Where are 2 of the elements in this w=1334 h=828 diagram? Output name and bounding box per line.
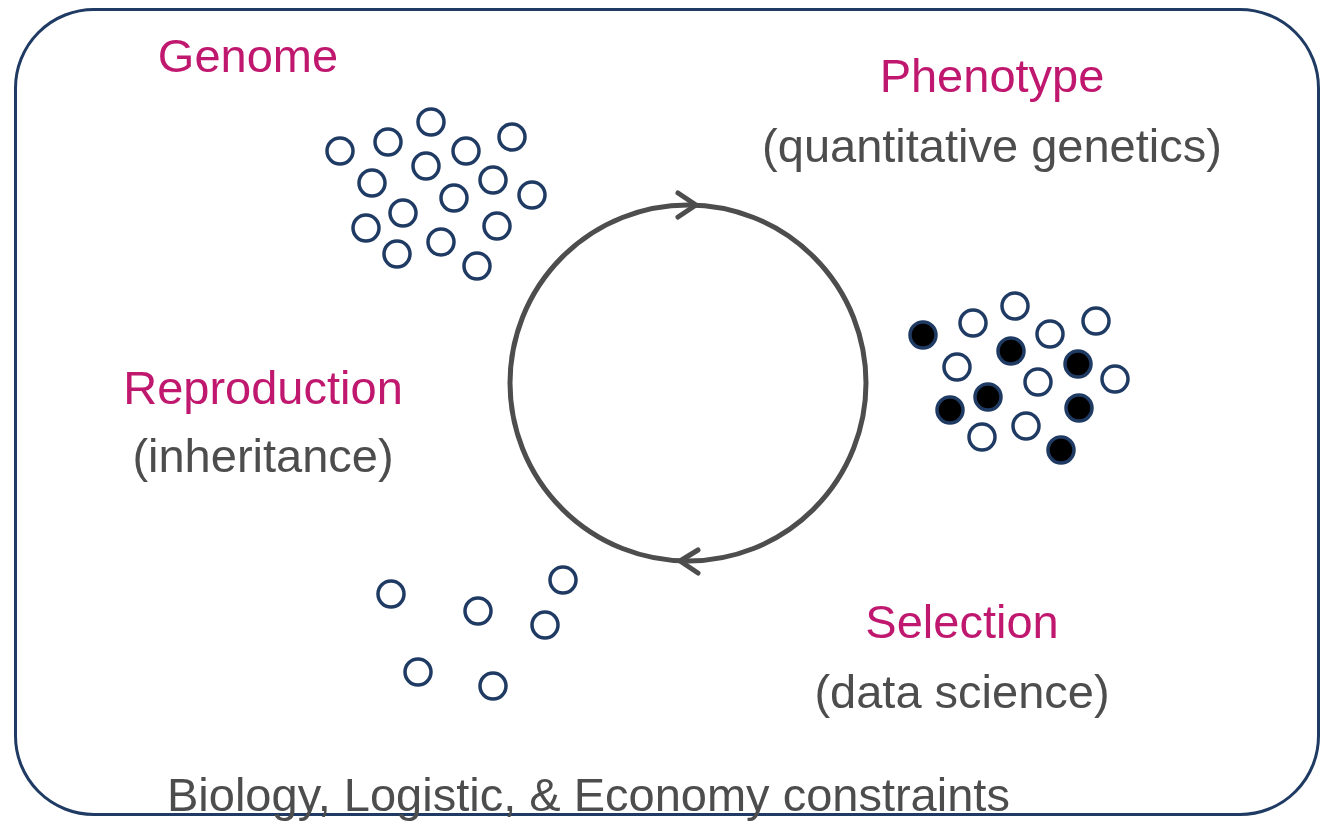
stage-heading: Genome <box>157 32 339 79</box>
stage-heading: Selection <box>865 598 1059 645</box>
